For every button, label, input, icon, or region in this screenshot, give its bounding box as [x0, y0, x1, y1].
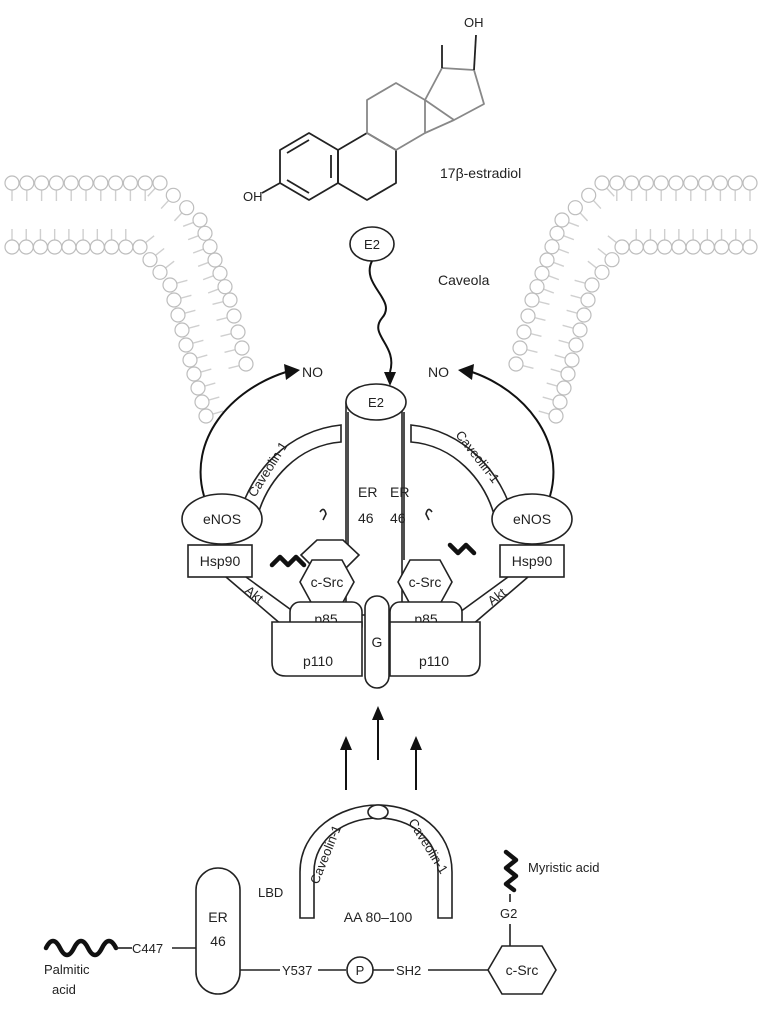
y537-label: Y537: [282, 963, 312, 978]
hsp90-right-label: Hsp90: [512, 553, 553, 569]
e2-ligand: E2: [349, 226, 395, 262]
er46-right-line1: ER: [390, 484, 409, 500]
myristic-label: Myristic acid: [528, 860, 600, 875]
estradiol-structure: OH OH 17β-estradiol: [243, 15, 521, 204]
lbd-label: LBD: [258, 885, 283, 900]
g-protein-label: G: [372, 634, 383, 650]
no-left-label: NO: [302, 364, 323, 380]
caveola-membrane: [4, 175, 758, 424]
bottom-er-line2: 46: [210, 933, 226, 949]
caveola-label: Caveola: [438, 272, 490, 288]
lipid-anchor-right: [447, 542, 477, 556]
no-production-arrows: NO NO: [199, 364, 555, 497]
enos-left-label: eNOS: [203, 511, 241, 527]
er46-left-line1: ER: [358, 484, 377, 500]
p110-left-label: p110: [303, 653, 333, 669]
enos-right-label: eNOS: [513, 511, 551, 527]
e2-binding-arrow: [368, 260, 393, 373]
oh-top-label: OH: [464, 15, 484, 30]
activation-arrows: [340, 706, 422, 790]
e2-top-label: E2: [364, 237, 380, 252]
hsp90-left-label: Hsp90: [200, 553, 241, 569]
p110-right-label: p110: [419, 653, 449, 669]
aa-range-label: AA 80–100: [344, 909, 413, 925]
sh2-label: SH2: [396, 963, 421, 978]
palmitic-label-2: acid: [52, 982, 76, 997]
c447-label: C447: [132, 941, 163, 956]
no-right-label: NO: [428, 364, 449, 380]
estradiol-name: 17β-estradiol: [440, 165, 521, 181]
akt-left-label: Akt: [242, 583, 266, 607]
csrc-left-label: c-Src: [311, 574, 344, 590]
er46-right-line2: 46: [390, 510, 406, 526]
bottom-er-line1: ER: [208, 909, 227, 925]
g2-label: G2: [500, 906, 517, 921]
e2-center-label: E2: [368, 395, 384, 410]
csrc-right-label: c-Src: [409, 574, 442, 590]
er46-left-line2: 46: [358, 510, 374, 526]
bottom-csrc-label: c-Src: [506, 962, 539, 978]
palmitic-label-1: Palmitic: [44, 962, 90, 977]
phospho-label: P: [356, 963, 365, 978]
domain-schematic: Caveolin-1 Caveolin-1 LBD AA 80–100 ER 4…: [43, 804, 600, 997]
oh-left-label: OH: [243, 189, 263, 204]
palmitic-acid-chain: [43, 938, 119, 958]
akt-right-label: Akt: [485, 585, 509, 609]
myristic-acid-chain: [503, 849, 519, 893]
receptor-complex: E2 ER 46 ER 46 Caveolin-1 Caveolin-1 eNO…: [181, 383, 573, 689]
lipid-anchor-left: [269, 554, 307, 568]
